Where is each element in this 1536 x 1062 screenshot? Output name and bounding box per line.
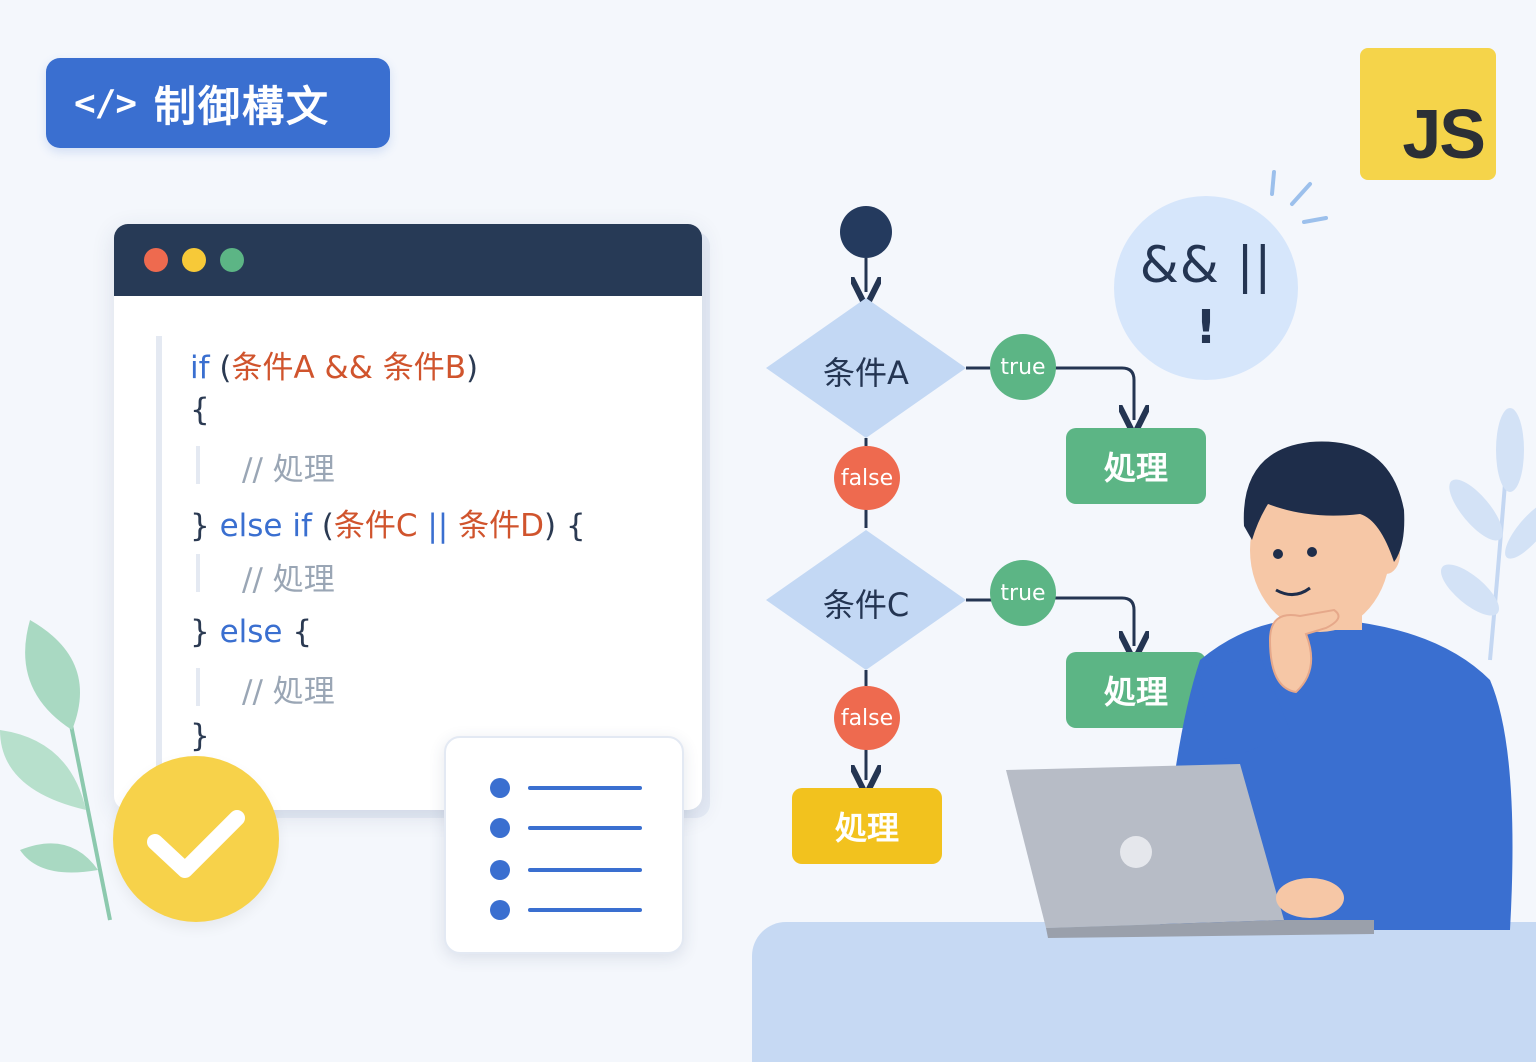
list-bullet xyxy=(490,860,510,880)
decision-diamond-c xyxy=(766,530,966,670)
code-line-else: } else { xyxy=(190,614,313,650)
person-illustration xyxy=(1006,441,1513,938)
list-line xyxy=(528,826,642,830)
leaf-decoration-right xyxy=(1440,408,1536,661)
process-box-a: 処理 xyxy=(1066,428,1206,504)
process-box-c: 処理 xyxy=(1066,652,1206,728)
code-gutter xyxy=(156,336,162,810)
page-title: 制御構文 xyxy=(154,81,331,131)
code-line-brace-close: } xyxy=(190,718,210,754)
code-window: if (条件A && 条件B) { // 処理 } else if (条件C |… xyxy=(114,224,702,810)
condition-c-label: 条件C xyxy=(822,586,910,624)
flowchart xyxy=(766,206,1536,1024)
logic-operators: && || xyxy=(1139,236,1273,294)
title-badge: </> 制御構文 xyxy=(46,58,390,148)
maximize-dot xyxy=(220,248,244,272)
true-badge-c: true xyxy=(990,560,1056,626)
code-line-brace-open: { xyxy=(190,392,210,428)
window-titlebar xyxy=(114,224,702,296)
check-icon xyxy=(113,756,279,922)
close-dot xyxy=(144,248,168,272)
list-bullet xyxy=(490,818,510,838)
leaf-decoration-left xyxy=(0,620,112,921)
list-bullet xyxy=(490,778,510,798)
process-box-else: 処理 xyxy=(792,788,942,864)
true-badge-a: true xyxy=(990,334,1056,400)
js-logo-text: JS xyxy=(1402,95,1486,173)
list-card xyxy=(444,736,684,954)
code-line-else-if: } else if (条件C || 条件D) { xyxy=(190,508,586,544)
list-line xyxy=(528,868,642,872)
code-icon: </> xyxy=(74,82,137,124)
list-bullet xyxy=(490,900,510,920)
list-line xyxy=(528,908,642,912)
js-logo: JS xyxy=(1360,48,1496,180)
code-line-if: if (条件A && 条件B) xyxy=(190,350,479,386)
condition-a-label: 条件A xyxy=(823,354,909,392)
false-badge-a: false xyxy=(834,446,900,510)
emphasis-lines-icon xyxy=(1270,170,1328,224)
list-line xyxy=(528,786,642,790)
indent-guide xyxy=(196,446,200,484)
minimize-dot xyxy=(182,248,206,272)
false-badge-c: false xyxy=(834,686,900,750)
code-comment: // 処理 xyxy=(242,562,335,598)
not-operator: ! xyxy=(1195,300,1217,354)
indent-guide xyxy=(196,668,200,706)
code-comment: // 処理 xyxy=(242,452,335,488)
decision-diamond-a xyxy=(766,298,966,438)
indent-guide xyxy=(196,554,200,592)
flow-start-node xyxy=(840,206,892,258)
code-comment: // 処理 xyxy=(242,674,335,710)
logic-operators-bubble: && || ! xyxy=(1114,196,1298,380)
